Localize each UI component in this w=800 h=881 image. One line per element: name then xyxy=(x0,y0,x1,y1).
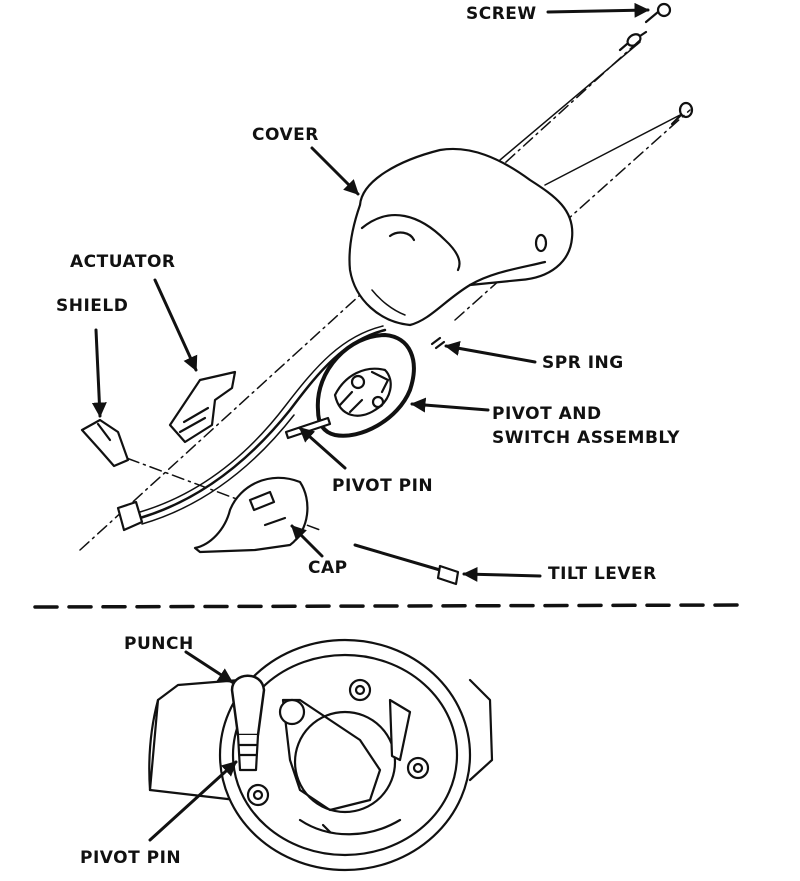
cover-part xyxy=(348,41,681,327)
pivot-pin-label: PIVOT PIN xyxy=(332,476,434,496)
cover-label: COVER xyxy=(252,125,319,145)
punch-arrow xyxy=(184,650,234,684)
shield-arrow xyxy=(91,328,107,418)
cover-screw-axis-line xyxy=(454,109,691,321)
section-divider xyxy=(33,603,747,609)
pivot-switch-assembly-part xyxy=(315,333,416,438)
pivot-switch-arrow xyxy=(410,397,490,413)
punch-label: PUNCH xyxy=(124,634,194,654)
bottom-pivot-pin-label: PIVOT PIN xyxy=(80,848,182,868)
wiring-harness-part xyxy=(116,325,387,532)
punch-tool xyxy=(230,674,266,772)
tilt-lever-label: TILT LEVER xyxy=(548,564,657,584)
pivot-pin-arrow xyxy=(298,426,347,470)
screw-arrow xyxy=(546,2,650,18)
screw-label: SCREW xyxy=(466,4,537,24)
spring-label: SPR ING xyxy=(542,353,624,373)
actuator-label: ACTUATOR xyxy=(70,252,176,272)
shield-label: SHIELD xyxy=(56,296,129,316)
bottom-pivot-pin-arrow xyxy=(148,760,238,842)
screw-part xyxy=(618,2,694,126)
cap-arrow xyxy=(290,524,324,558)
spring-arrow xyxy=(444,341,537,364)
shield-part xyxy=(80,418,130,468)
cap-part xyxy=(193,476,309,554)
actuator-arrow xyxy=(153,278,198,372)
switch-assembly-label: SWITCH ASSEMBLY xyxy=(492,428,680,448)
cap-label: CAP xyxy=(308,558,348,578)
cover-arrow xyxy=(310,146,360,196)
tilt-lever-part xyxy=(353,543,460,586)
lever-axis-line xyxy=(104,449,321,531)
tilt-lever-arrow xyxy=(462,566,542,582)
spring-part xyxy=(430,336,446,350)
pivot-and-label: PIVOT AND xyxy=(492,404,602,424)
bottom-assembly-housing xyxy=(148,638,494,872)
actuator-part xyxy=(168,370,237,444)
